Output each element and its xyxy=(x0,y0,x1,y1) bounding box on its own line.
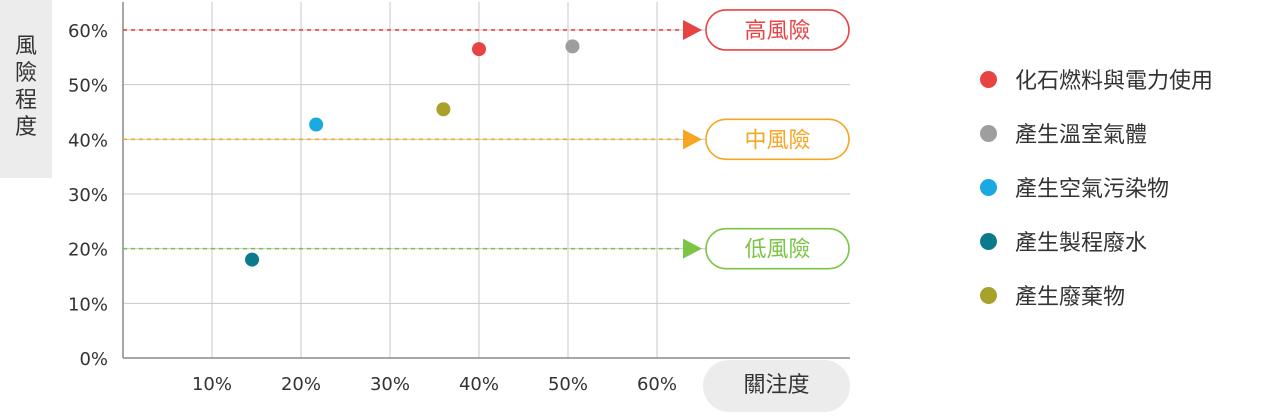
threshold-label: 低風險 xyxy=(744,238,810,263)
x-tick-label: 50% xyxy=(548,374,588,395)
legend-item: 產生製程廢水 xyxy=(980,214,1213,268)
data-point xyxy=(472,42,486,57)
legend-item: 化石燃料與電力使用 xyxy=(980,52,1213,106)
legend-dot xyxy=(980,70,997,88)
y-tick-label: 20% xyxy=(68,240,108,261)
threshold-arrow xyxy=(683,19,702,40)
y-tick-label: 30% xyxy=(68,185,108,206)
x-tick-label: 40% xyxy=(459,374,499,395)
legend-label: 產生溫室氣體 xyxy=(1015,123,1148,148)
threshold-label: 中風險 xyxy=(744,128,810,153)
legend-dot xyxy=(980,286,997,304)
y-axis-label: 風險程度 xyxy=(14,34,37,140)
y-tick-label: 60% xyxy=(68,21,108,42)
legend-dot xyxy=(980,178,997,196)
data-point xyxy=(565,39,580,54)
legend-label: 化石燃料與電力使用 xyxy=(1015,69,1214,94)
y-tick-label: 50% xyxy=(68,76,108,97)
threshold-badge xyxy=(705,9,850,51)
legend-item: 產生空氣污染物 xyxy=(980,160,1213,214)
y-axis-label-box: 風險程度 xyxy=(0,0,52,178)
legend-item: 產生廢棄物 xyxy=(980,268,1213,322)
threshold-badge xyxy=(705,227,850,270)
data-point xyxy=(309,117,324,132)
legend-label: 產生製程廢水 xyxy=(1015,231,1148,256)
x-axis-label: 關注度 xyxy=(743,373,810,398)
data-point xyxy=(245,252,260,267)
x-tick-label: 30% xyxy=(370,374,410,395)
x-tick-label: 10% xyxy=(192,374,232,395)
x-axis-label-box: 關注度 xyxy=(703,360,850,412)
legend-label: 產生廢棄物 xyxy=(1015,285,1126,310)
x-tick-label: 20% xyxy=(281,374,321,395)
legend-item: 產生溫室氣體 xyxy=(980,106,1213,160)
legend-dot xyxy=(980,124,997,142)
legend-dot xyxy=(980,232,997,250)
y-tick-label: 0% xyxy=(79,349,108,370)
threshold-arrow xyxy=(683,238,702,259)
y-tick-label: 10% xyxy=(68,294,108,315)
threshold-arrow xyxy=(683,129,702,150)
threshold-badge xyxy=(705,118,850,161)
x-tick-label: 60% xyxy=(637,374,677,395)
legend: 化石燃料與電力使用產生溫室氣體產生空氣污染物產生製程廢水產生廢棄物 xyxy=(980,52,1213,322)
y-tick-label: 40% xyxy=(68,130,108,151)
threshold-label: 高風險 xyxy=(744,19,810,44)
data-point xyxy=(436,102,451,117)
legend-label: 產生空氣污染物 xyxy=(1015,177,1170,202)
